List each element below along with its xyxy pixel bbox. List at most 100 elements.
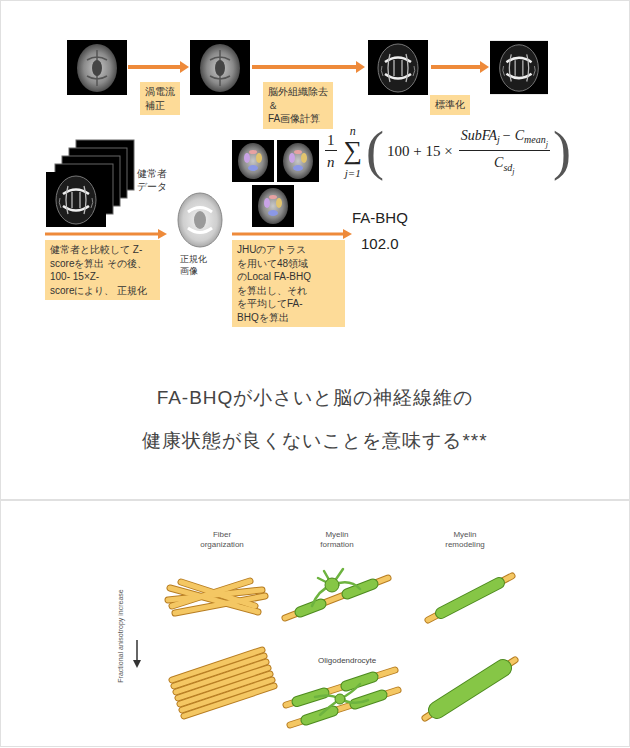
formula-term: SubFA: [461, 128, 497, 143]
process-arrow: [128, 65, 182, 69]
annotation: 健常者 データ: [137, 167, 167, 193]
formula-term: 100 + 15 ×: [387, 142, 453, 160]
result-value: 102.0: [361, 234, 399, 254]
process-box: JHUのアトラス を用いて48領域 のLocal FA-BHQ を算出し、それ …: [232, 240, 345, 327]
myelin-formation-illustration: [285, 578, 388, 618]
fiber-illustration: [168, 581, 265, 613]
myelin-formation-illustration: [297, 693, 324, 702]
template-image: [170, 190, 230, 250]
myelin-formation-illustration: [315, 684, 368, 715]
formula-term: ∑: [344, 136, 363, 165]
image-stack: [46, 140, 134, 227]
axis-label: Fractional anisotropy increase: [116, 589, 125, 682]
process-arrow: [45, 61, 489, 239]
numerator: SubFAj− Cmeanj: [459, 125, 550, 151]
fiber-illustration: [168, 581, 274, 716]
brain-image: [368, 40, 428, 95]
process-box: 渦電流 補正: [140, 82, 180, 115]
atlas-image: [277, 140, 319, 182]
fiber-illustration: [172, 650, 274, 716]
myelin-formation-illustration: [297, 677, 382, 720]
formula-term: j=1: [345, 167, 361, 179]
fiber-illustration: [180, 674, 270, 704]
formula-term: − C: [502, 128, 524, 143]
box-text: 健常者と比較して Z-scoreを算出 その後、100- 15×Z-scoreに…: [50, 243, 155, 297]
box-text: 脳外組織除去＆ FA画像計算: [268, 85, 328, 126]
fiber-illustration: [184, 686, 274, 716]
note-text: FA-BHQが小さいと脳の神経線維の: [0, 386, 630, 411]
myelin-remodeling-illustration: [437, 668, 503, 710]
sum-sign: ∑: [344, 138, 363, 164]
brain-image: [190, 40, 250, 95]
process-arrow: [252, 65, 358, 69]
fiber-illustration: [182, 680, 272, 710]
formula-subscript: j: [512, 167, 514, 176]
myelin-formation-illustration: [335, 694, 345, 704]
myelin-formation-illustration: [300, 604, 321, 612]
figure-label: Myelin remodeling: [445, 530, 485, 551]
down-arrow: [136, 640, 138, 662]
myelin-formation-illustration: [285, 578, 388, 618]
denominator: n: [325, 151, 337, 172]
fraction: 1 n: [325, 130, 337, 172]
result-name: FA-BHQ: [352, 208, 408, 228]
note-text: 健康状態が良くないことを意味する***: [0, 429, 630, 454]
process-arrow: [158, 229, 167, 239]
myelin-remodeling-illustration: [441, 583, 499, 613]
fiber-illustration: [181, 582, 255, 606]
process-arrow: [480, 61, 489, 73]
myelin-formation-illustration: [285, 569, 398, 725]
fiber-illustration: [172, 581, 250, 606]
process-arrow: [45, 233, 160, 236]
atlas-image: [252, 185, 294, 227]
down-arrow: [133, 660, 141, 668]
summation: n ∑ j=1: [344, 122, 363, 180]
myelin-formation-illustration: [300, 604, 321, 612]
formula-term: 1: [327, 132, 335, 148]
brain-image: [67, 40, 127, 95]
box-text: JHUのアトラス を用いて48領域 のLocal FA-BHQ を算出し、それ …: [237, 243, 340, 324]
numerator: 1: [325, 130, 337, 151]
panel-frame: [1, 501, 630, 747]
myelin-formation-illustration: [312, 569, 360, 606]
formula-subscript: sd: [503, 162, 512, 173]
sum-upper: n: [350, 122, 356, 138]
paren: ): [553, 124, 571, 178]
process-arrow: [356, 61, 365, 73]
process-box: 脳外組織除去＆ FA画像計算: [263, 82, 333, 129]
myelin-remodeling-illustration: [428, 576, 512, 620]
myelin-formation-illustration: [286, 670, 395, 705]
formula-subscript: mean: [524, 134, 546, 145]
process-box: 標準化: [430, 95, 470, 115]
template-image: [170, 190, 230, 250]
myelin-formation-illustration: [325, 578, 339, 592]
figure-label: Fiber organization: [200, 530, 244, 551]
myelin-formation-illustration: [290, 690, 398, 725]
formula-term: n: [350, 124, 356, 138]
myelin-formation-illustration: [297, 693, 324, 702]
myelin-remodeling-illustration: [441, 583, 499, 613]
formula-term: C: [494, 155, 503, 170]
myelin-remodeling-illustration: [425, 660, 515, 718]
formula-subscript: j: [497, 134, 500, 145]
box-text: 標準化: [435, 98, 465, 112]
fiber-illustration: [172, 650, 274, 716]
fraction: SubFAj− Cmeanj Csdj: [459, 125, 550, 177]
image-stack: [46, 172, 106, 227]
formula-term: 100 + 15 ×: [387, 143, 453, 159]
fiber-illustration: [168, 581, 265, 613]
process-arrow: [180, 61, 189, 73]
formula: 1 n n ∑ j=1 ( 100 + 15 × SubFAj− Cmeanj …: [322, 122, 571, 180]
figure-label: Oligodendrocyte: [316, 656, 378, 666]
myelin-formation-illustration: [286, 670, 395, 705]
sum-lower: j=1: [345, 164, 361, 180]
process-arrow: [232, 233, 345, 236]
process-box: 健常者と比較して Z-scoreを算出 その後、100- 15×Z-scoreに…: [45, 240, 160, 300]
myelin-formation-illustration: [290, 690, 398, 725]
denominator: Csdj: [492, 151, 516, 177]
myelin-remodeling-illustration: [425, 576, 515, 718]
formula-paren: (: [366, 121, 384, 181]
formula-subscript: j: [546, 140, 548, 149]
